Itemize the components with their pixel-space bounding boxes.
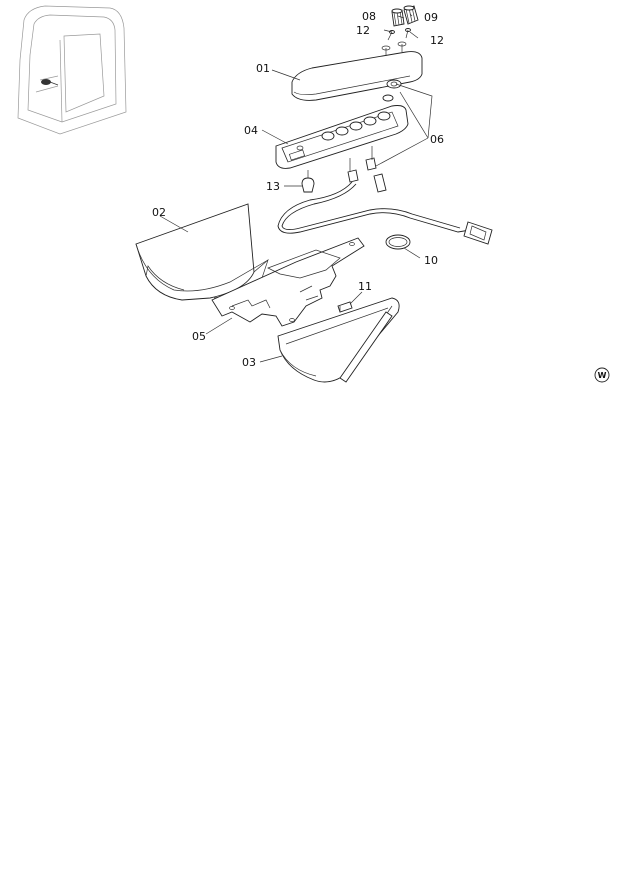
label-02: 02 — [152, 206, 166, 219]
label-08: 08 — [362, 10, 376, 23]
label-13: 13 — [266, 180, 280, 193]
part-03-cover — [277, 297, 400, 383]
label-09: 09 — [424, 11, 438, 24]
part-06-washers — [382, 79, 402, 102]
cab-thumbnail — [17, 5, 127, 135]
label-12-right: 12 — [430, 34, 444, 47]
switch-connectors — [347, 146, 387, 193]
label-03: 03 — [242, 356, 256, 369]
part-08-knob — [391, 8, 405, 27]
part-05-bracket — [211, 237, 365, 327]
label-05: 05 — [192, 330, 206, 343]
label-10: 10 — [424, 254, 438, 267]
part-06-harness — [277, 181, 493, 245]
label-11: 11 — [358, 280, 372, 293]
part-10-clamp — [385, 234, 411, 250]
label-01: 01 — [256, 62, 270, 75]
part-04-switch-panel — [275, 105, 409, 169]
part-11-screw — [337, 301, 353, 313]
part-12-screws — [387, 28, 411, 41]
w-mark-text: W — [598, 371, 607, 380]
leader-lines — [159, 13, 433, 363]
label-06: 06 — [430, 133, 444, 146]
part-labels: 08 09 12 12 01 04 06 13 02 10 11 05 03 — [152, 10, 444, 369]
label-04: 04 — [244, 124, 258, 137]
label-12-left: 12 — [356, 24, 370, 37]
w-mark: W — [594, 367, 610, 383]
part-13-bulb — [301, 170, 315, 193]
part-01-cover — [291, 41, 423, 101]
